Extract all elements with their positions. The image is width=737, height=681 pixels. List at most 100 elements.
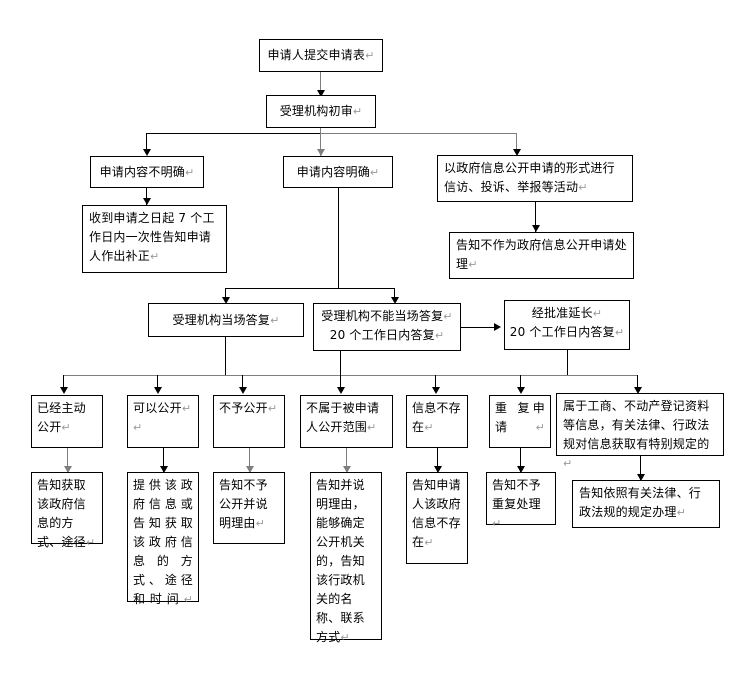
outcome-out-of-scope-label: 不属于被申请人公开范围 [306, 401, 380, 434]
arrowhead-r5-2 [160, 466, 168, 473]
outcome-already-published[interactable]: 已经主动公开↵ [31, 395, 103, 448]
action-notify-per-law-label: 告知依照有关法律、行政法规的规定办理 [579, 486, 702, 519]
node-visit-complaint-form[interactable]: 以政府信息公开申请的形式进行信访、投诉、举报等活动↵ [437, 155, 633, 202]
paragraph-mark-icon: ↵ [340, 631, 350, 644]
node-content-unclear[interactable]: 申请内容不明确↵ [90, 156, 204, 188]
arrowhead-submit-to-review [317, 90, 325, 97]
arrowhead-r5-7 [637, 474, 645, 481]
outcome-info-not-exist[interactable]: 信息不存在↵ [406, 395, 468, 448]
outcome-not-disclose[interactable]: 不予公开↵ [213, 395, 285, 448]
action-notify-reason-and-agency-label: 告知并说明理由，能够确定公开机关的，告知该行政机关的名称、联系方式 [316, 478, 365, 644]
connector-notonsite-to-extension [461, 327, 496, 328]
arrowhead-r5-3 [246, 466, 254, 473]
action-notify-refusal-reason[interactable]: 告知不予公开并说明理由↵ [213, 472, 285, 544]
action-notify-refusal-reason-label: 告知不予公开并说明理由 [219, 478, 268, 530]
connector-review-stem [320, 128, 321, 156]
arrowhead-bus-2 [154, 387, 162, 394]
arrowhead-clear-to-onsite [222, 297, 230, 304]
arrowhead-review-to-unclear [143, 149, 151, 156]
action-notify-no-duplicate-label: 告知不予重复处理 [492, 478, 541, 511]
paragraph-mark-icon: ↵ [367, 421, 377, 434]
outcome-special-regulation-label: 属于工商、不动产登记资料等信息，有关法律、行政法规对信息获取有特别规定的 [563, 399, 710, 451]
arrowhead-r5-6 [517, 466, 525, 473]
node-content-unclear-label: 申请内容不明确 [99, 165, 185, 179]
bus-drop-1 [63, 375, 64, 391]
paragraph-mark-icon: ↵ [267, 402, 278, 415]
node-content-clear[interactable]: 申请内容明确↵ [283, 156, 393, 188]
arrowhead-bus-1 [60, 387, 68, 394]
outcome-out-of-scope[interactable]: 不属于被申请人公开范围↵ [300, 395, 393, 448]
paragraph-mark-icon: ↵ [255, 517, 266, 530]
node-not-onsite-reply-line2: 20 个工作日内答复↵ [329, 328, 445, 342]
connector-review-bus-right [320, 133, 517, 134]
paragraph-mark-icon: ↵ [424, 536, 434, 549]
arrowhead-r5-1 [64, 466, 72, 473]
paragraph-mark-icon: ↵ [365, 49, 375, 62]
connector-r5-4 [346, 448, 347, 472]
node-submit-application-label: 申请人提交申请表 [267, 48, 366, 62]
bus-drop-5 [435, 375, 436, 391]
node-visit-complaint-form-label: 以政府信息公开申请的形式进行信访、投诉、举报等活动 [444, 161, 615, 194]
outcome-not-disclose-label: 不予公开 [219, 401, 268, 415]
paragraph-mark-icon: ↵ [535, 421, 545, 434]
paragraph-mark-icon: ↵ [468, 258, 478, 271]
bus-drop-6 [520, 375, 521, 391]
outcome-distribution-bus [63, 375, 638, 376]
outcome-special-regulation[interactable]: 属于工商、不动产登记资料等信息，有关法律、行政法规对信息获取有特别规定的↵ [556, 393, 724, 470]
node-approved-extension-line1: 经批准延长↵ [531, 306, 603, 320]
node-approved-extension[interactable]: 经批准延长↵ 20 个工作日内答复↵ [504, 300, 630, 350]
action-notify-info-not-exist[interactable]: 告知申请人该政府信息不存在↵ [406, 472, 468, 564]
node-onsite-reply[interactable]: 受理机构当场答复↵ [148, 303, 304, 337]
outcome-duplicate-request-label: 重 复申请 [495, 401, 545, 434]
outcome-already-published-label: 已经主动公开 [37, 401, 86, 434]
bus-drop-4 [340, 375, 341, 391]
arrowhead-bus-6 [517, 387, 525, 394]
action-provide-or-notify[interactable]: 提供该政府信息或告知获取该政府信息 的 方式、途径和时间↵ [127, 472, 199, 606]
paragraph-mark-icon: ↵ [424, 421, 434, 434]
bus-drop-3 [242, 375, 243, 391]
paragraph-mark-icon: ↵ [184, 166, 195, 179]
action-notify-info-not-exist-label: 告知申请人该政府信息不存在 [412, 478, 461, 549]
node-approved-extension-line2: 20 个工作日内答复↵ [509, 325, 625, 339]
paragraph-mark-icon: ↵ [270, 314, 280, 327]
outcome-may-disclose-label: 可以公开 [133, 401, 182, 415]
arrowhead-review-to-clear [317, 149, 325, 156]
outcome-duplicate-request[interactable]: 重 复申请↵ [489, 395, 551, 448]
node-submit-application[interactable]: 申请人提交申请表↵ [259, 39, 383, 72]
node-not-onsite-reply-line1: 受理机构不能当场答复↵ [321, 309, 453, 323]
connector-r5-3 [249, 448, 250, 472]
node-correction-notice[interactable]: 收到申请之日起 7 个工作日内一次性告知申请人作出补正↵ [82, 205, 227, 273]
paragraph-mark-icon: ↵ [133, 421, 143, 434]
paragraph-mark-icon: ↵ [150, 250, 160, 263]
paragraph-mark-icon: ↵ [676, 506, 687, 519]
arrowhead-r5-5 [434, 466, 442, 473]
node-not-treated-as-request[interactable]: 告知不作为政府信息公开申请处理↵ [449, 232, 634, 279]
action-notify-reason-and-agency[interactable]: 告知并说明理由，能够确定公开机关的，告知该行政机关的名称、联系方式↵ [310, 472, 382, 644]
node-not-onsite-reply[interactable]: 受理机构不能当场答复↵ 20 个工作日内答复↵ [313, 303, 461, 351]
arrowhead-bus-3 [239, 387, 247, 394]
action-notify-no-duplicate[interactable]: 告知不予重复处理 ↵ [486, 472, 556, 530]
connector-clear-bracket [225, 288, 395, 289]
connector-extension-feeder-v [567, 350, 568, 376]
arrowhead-bus-5 [432, 387, 440, 394]
action-notify-access-method[interactable]: 告知获取该政府信息的方式、途径↵ [31, 472, 103, 549]
connector-r5-5 [437, 448, 438, 472]
action-notify-per-law[interactable]: 告知依照有关法律、行政法规的规定办理↵ [572, 480, 720, 528]
paragraph-mark-icon: ↵ [183, 593, 193, 606]
connector-r5-1 [67, 448, 68, 472]
connector-review-drop-visit [516, 133, 517, 153]
bus-drop-2 [157, 375, 158, 391]
node-correction-notice-label: 收到申请之日起 7 个工作日内一次性告知申请人作出补正 [89, 211, 215, 263]
paragraph-mark-icon: ↵ [492, 517, 502, 530]
arrowhead-notonsite-to-extension [494, 323, 501, 331]
paragraph-mark-icon: ↵ [434, 329, 445, 342]
paragraph-mark-icon: ↵ [85, 536, 96, 549]
node-initial-review[interactable]: 受理机构初审↵ [266, 95, 376, 128]
connector-notonsite-feeder [340, 351, 341, 376]
connector-unclear-to-correction [146, 188, 147, 205]
connector-clear-stem [338, 188, 339, 288]
action-provide-or-notify-label: 提供该政府信息或告知获取该政府信息 的 方式、途径和时间 [133, 478, 193, 606]
connector-onsite-feeder-v [225, 337, 226, 376]
outcome-may-disclose[interactable]: 可以公开↵↵ [127, 395, 199, 448]
